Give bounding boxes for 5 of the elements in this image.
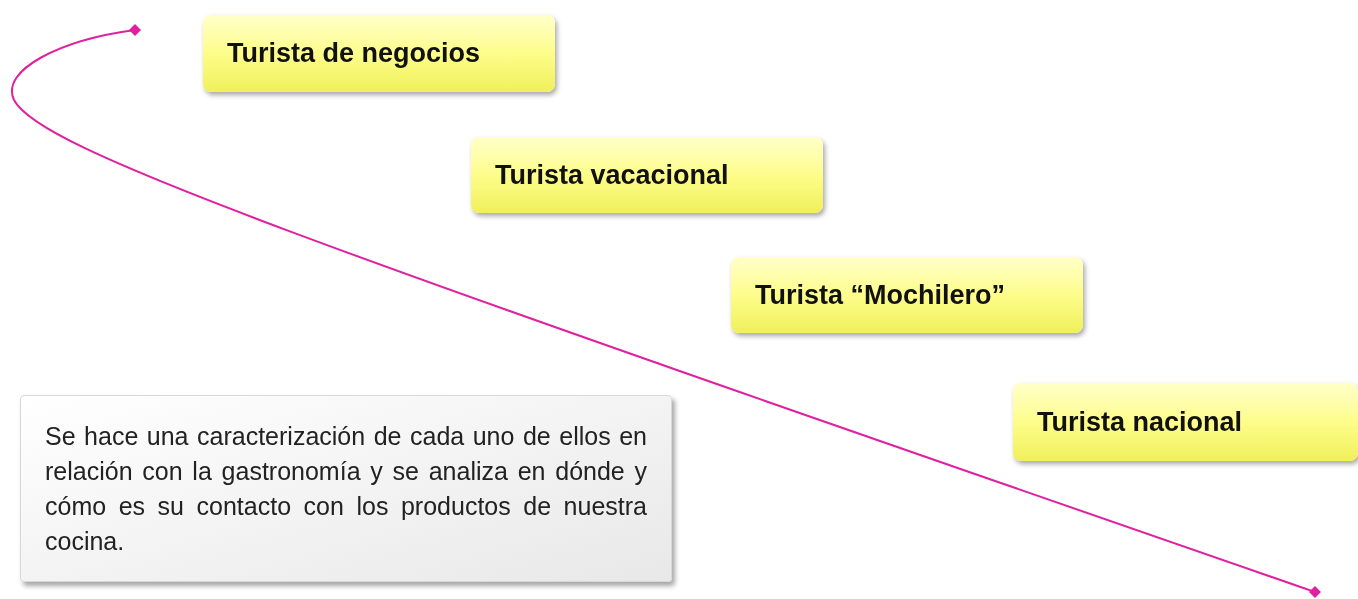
label-box: Turista de negocios [203,15,555,92]
note-box: Se hace una caracterización de cada uno de ellos en relación con la gastronomía y se analiza en dónde y cómo es su contacto con los productos de nuestra cocina. [20,395,672,582]
label-box: Turista nacional [1013,383,1358,461]
label-box: Turista “Mochilero” [731,257,1083,333]
label-box: Turista vacacional [471,137,823,213]
